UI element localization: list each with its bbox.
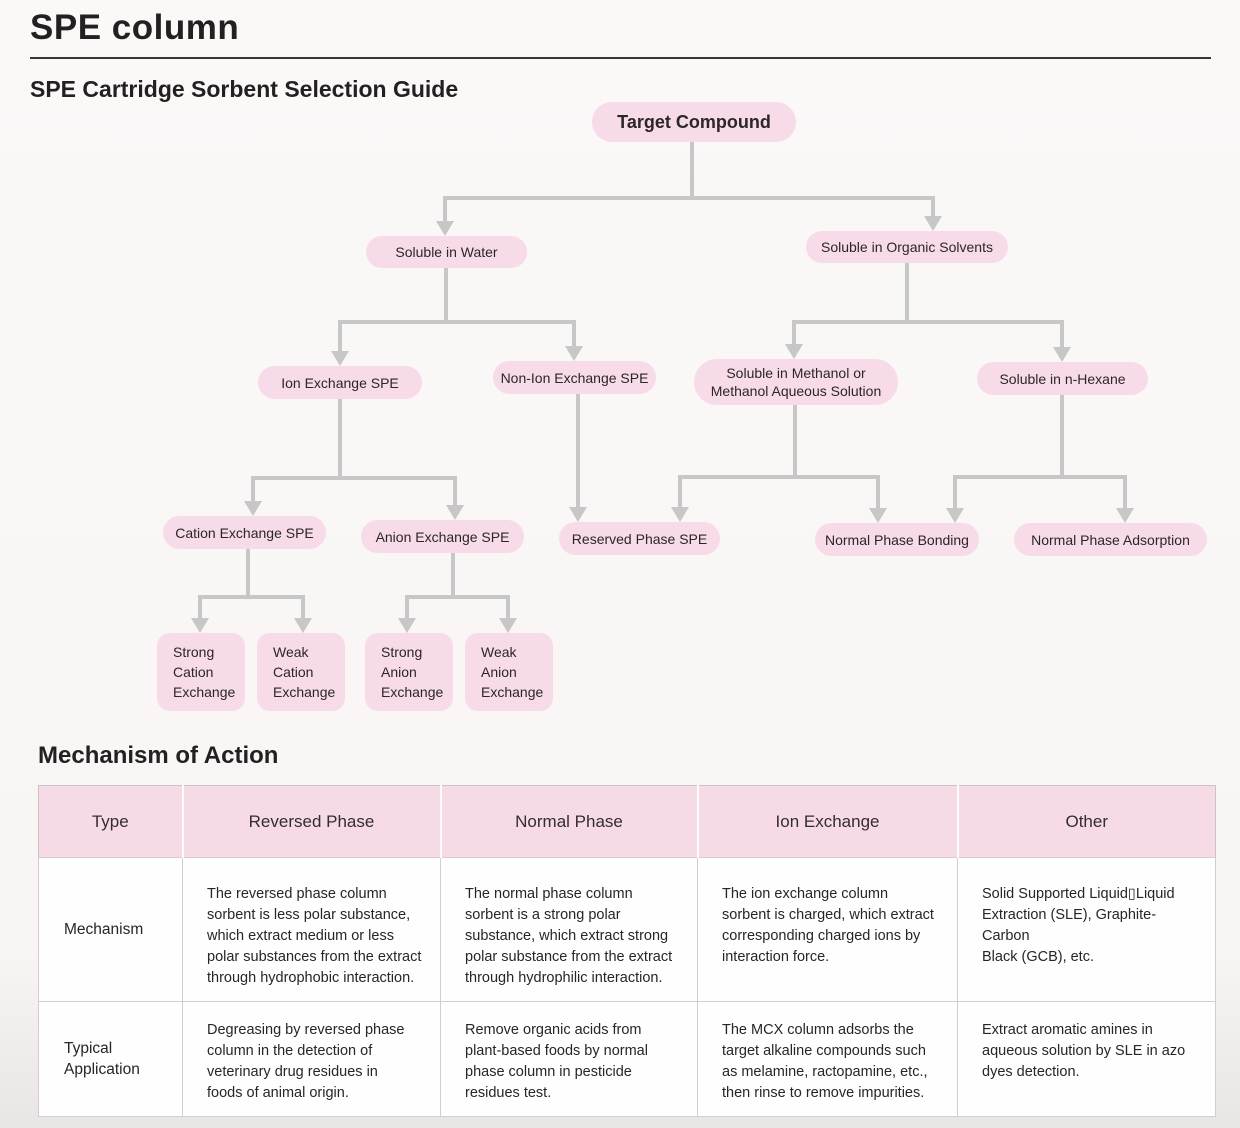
node-weak-anion-exchange: Weak Anion Exchange [465, 633, 553, 711]
arrow-down-icon [785, 344, 803, 359]
connector-line [678, 475, 880, 479]
connector-line [678, 475, 682, 508]
connector-line [1060, 395, 1064, 477]
connector-line [576, 394, 580, 508]
selection-guide-heading: SPE Cartridge Sorbent Selection Guide [30, 76, 459, 102]
connector-line [444, 268, 448, 322]
connector-line [572, 320, 576, 347]
node-weak-cation-exchange: Weak Cation Exchange [257, 633, 345, 711]
column-header-ion-exchange: Ion Exchange [696, 785, 958, 858]
connector-line [792, 320, 796, 345]
node-normal-phase-adsorption: Normal Phase Adsorption [1014, 523, 1207, 556]
cell-mechanism-normal-phase: The normal phase column sorbent is a str… [440, 857, 698, 1002]
arrow-down-icon [869, 508, 887, 523]
arrow-down-icon [924, 216, 942, 231]
arrow-down-icon [499, 618, 517, 633]
connector-line [443, 196, 447, 222]
column-header-type: Type [38, 785, 183, 858]
connector-line [690, 142, 694, 200]
connector-line [198, 595, 305, 599]
column-header-normal-phase: Normal Phase [439, 785, 698, 858]
arrow-down-icon [565, 346, 583, 361]
node-ion-exchange-spe: Ion Exchange SPE [258, 366, 422, 399]
connector-line [453, 476, 457, 506]
table-row-typical-application: Typical Application Degreasing by revers… [38, 1001, 1216, 1117]
connector-line [953, 475, 957, 509]
connector-line [198, 595, 202, 619]
arrow-down-icon [671, 507, 689, 522]
connector-line [792, 320, 1064, 324]
connector-line [451, 553, 455, 597]
connector-line [931, 196, 935, 217]
title-divider [30, 57, 1211, 59]
connector-line [443, 196, 935, 200]
row-label-mechanism: Mechanism [38, 857, 183, 1002]
node-soluble-in-methanol: Soluble in Methanol or Methanol Aqueous … [694, 359, 898, 405]
connector-line [953, 475, 1127, 479]
connector-line [1123, 475, 1127, 509]
arrow-down-icon [244, 501, 262, 516]
row-label-typical-application: Typical Application [38, 1001, 183, 1117]
node-non-ion-exchange-spe: Non-Ion Exchange SPE [493, 361, 656, 394]
arrow-down-icon [294, 618, 312, 633]
table-row-mechanism: Mechanism The reversed phase column sorb… [38, 857, 1216, 1002]
connector-line [876, 475, 880, 509]
arrow-down-icon [1053, 347, 1071, 362]
table-header-row: Type Reversed Phase Normal Phase Ion Exc… [38, 785, 1216, 858]
cell-application-other: Extract aromatic amines in aqueous solut… [957, 1001, 1216, 1117]
arrow-down-icon [331, 351, 349, 366]
connector-line [246, 549, 250, 597]
connector-line [793, 405, 797, 477]
node-anion-exchange-spe: Anion Exchange SPE [361, 520, 524, 553]
connector-line [506, 595, 510, 619]
cell-mechanism-reversed-phase: The reversed phase column sorbent is les… [182, 857, 441, 1002]
column-header-reversed-phase: Reversed Phase [181, 785, 441, 858]
arrow-down-icon [1116, 508, 1134, 523]
node-target-compound: Target Compound [592, 102, 796, 142]
cell-application-ion-exchange: The MCX column adsorbs the target alkali… [697, 1001, 958, 1117]
arrow-down-icon [191, 618, 209, 633]
arrow-down-icon [436, 221, 454, 236]
connector-line [251, 476, 457, 480]
page-title: SPE column [30, 8, 240, 47]
node-cation-exchange-spe: Cation Exchange SPE [163, 516, 326, 549]
arrow-down-icon [569, 507, 587, 522]
node-reserved-phase-spe: Reserved Phase SPE [559, 522, 720, 555]
mechanism-heading: Mechanism of Action [38, 742, 279, 769]
cell-application-reversed-phase: Degreasing by reversed phase column in t… [182, 1001, 441, 1117]
connector-line [338, 399, 342, 478]
node-strong-cation-exchange: Strong Cation Exchange [157, 633, 245, 711]
connector-line [338, 320, 342, 352]
connector-line [1060, 320, 1064, 348]
arrow-down-icon [398, 618, 416, 633]
node-soluble-in-n-hexane: Soluble in n-Hexane [977, 362, 1148, 395]
connector-line [905, 263, 909, 322]
cell-mechanism-ion-exchange: The ion exchange column sorbent is charg… [697, 857, 958, 1002]
cell-application-normal-phase: Remove organic acids from plant-based fo… [440, 1001, 698, 1117]
connector-line [301, 595, 305, 619]
mechanism-table: Type Reversed Phase Normal Phase Ion Exc… [38, 785, 1216, 1117]
node-normal-phase-bonding: Normal Phase Bonding [815, 523, 979, 556]
connector-line [405, 595, 510, 599]
connector-line [405, 595, 409, 619]
column-header-other: Other [956, 785, 1216, 858]
node-soluble-in-water: Soluble in Water [366, 236, 527, 268]
arrow-down-icon [446, 505, 464, 520]
connector-line [338, 320, 576, 324]
node-strong-anion-exchange: Strong Anion Exchange [365, 633, 453, 711]
cell-mechanism-other: Solid Supported Liquid▯Liquid Extraction… [957, 857, 1216, 1002]
connector-line [251, 476, 255, 502]
arrow-down-icon [946, 508, 964, 523]
node-soluble-in-organic-solvents: Soluble in Organic Solvents [806, 231, 1008, 263]
